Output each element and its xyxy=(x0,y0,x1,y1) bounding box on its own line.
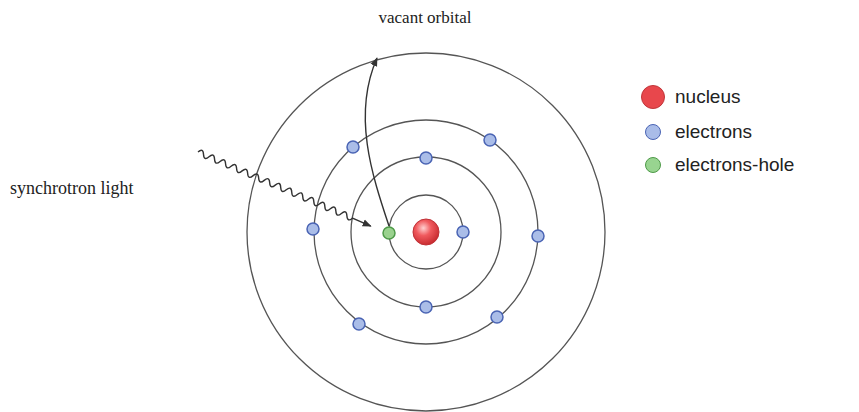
electrons xyxy=(307,134,544,330)
legend-text: electrons-hole xyxy=(675,154,794,176)
legend-swatch xyxy=(641,85,665,109)
legend-swatch xyxy=(645,124,661,140)
excitation-arrow xyxy=(365,58,389,226)
synchrotron-wave xyxy=(197,149,372,229)
orbit-rings xyxy=(247,53,605,411)
legend-swatch xyxy=(645,157,661,173)
legend-text: nucleus xyxy=(675,86,741,108)
electron-hole xyxy=(383,227,395,239)
nucleus xyxy=(413,219,439,245)
legend-text: electrons xyxy=(675,121,752,143)
orbital-label: vacant orbital xyxy=(379,8,472,28)
light-label: synchrotron light xyxy=(10,178,134,199)
